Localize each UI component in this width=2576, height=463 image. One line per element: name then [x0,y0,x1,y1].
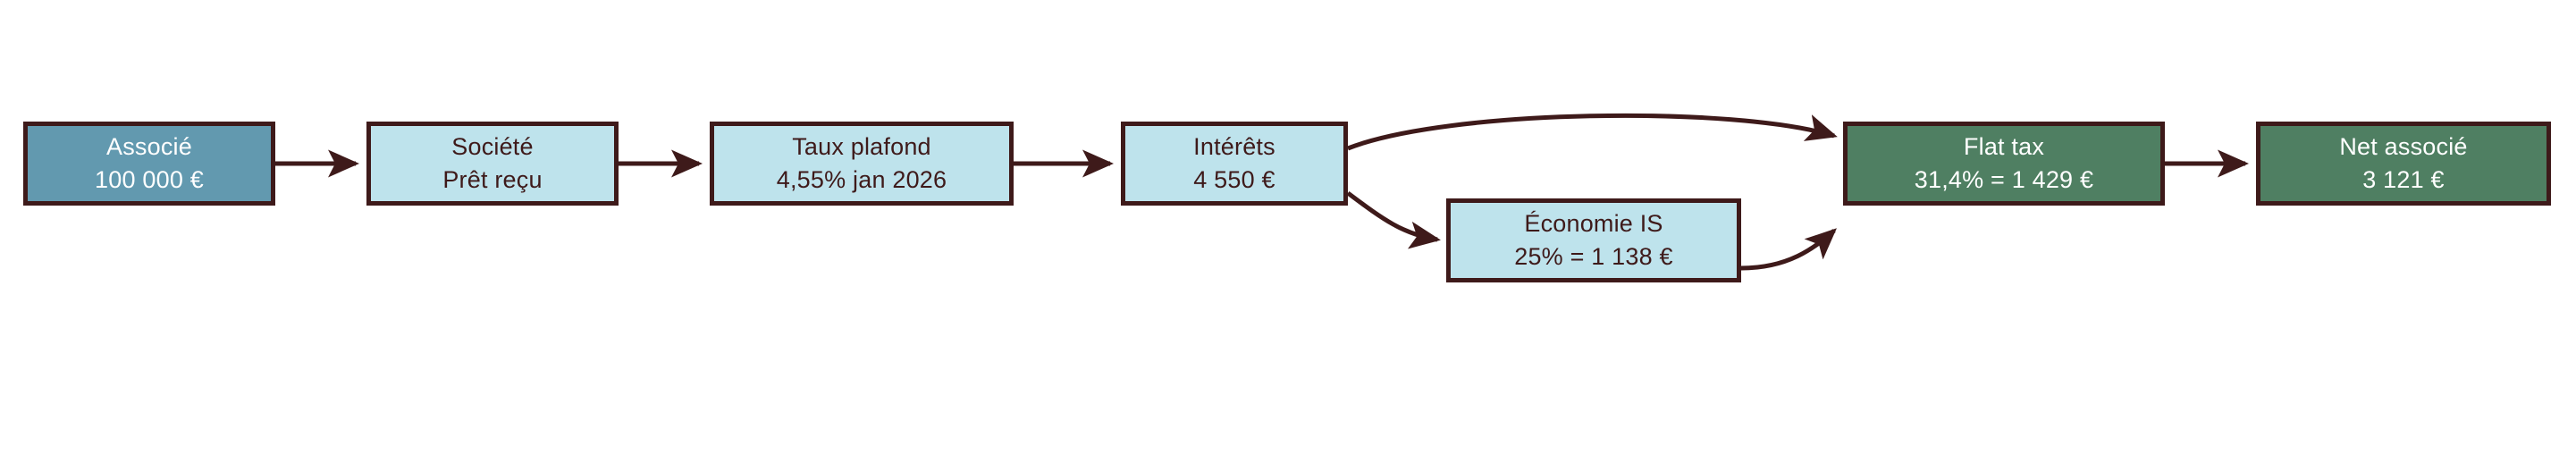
node-net-associe[interactable]: Net associé 3 121 € [2256,122,2551,206]
node-interets-value: 4 550 € [1193,166,1275,193]
node-net-associe-value: 3 121 € [2362,166,2445,193]
node-societe[interactable]: Société Prêt reçu [366,122,619,206]
node-flat-tax-title: Flat tax [1963,132,2045,160]
node-societe-value: Prêt reçu [442,166,543,193]
node-interets-title: Intérêts [1193,132,1275,160]
node-economie-is[interactable]: Économie IS 25% = 1 138 € [1446,198,1741,282]
node-economie-is-value: 25% = 1 138 € [1514,243,1673,270]
edge-interets-to-flat-tax [1347,113,1838,151]
node-economie-is-title: Économie IS [1524,209,1663,237]
node-associe-title: Associé [106,132,192,160]
node-taux-plafond[interactable]: Taux plafond 4,55% jan 2026 [710,122,1014,206]
node-taux-plafond-title: Taux plafond [792,132,931,160]
node-associe-value: 100 000 € [95,166,204,193]
edge-economie-is-to-flat-tax [1740,228,1837,271]
node-flat-tax-value: 31,4% = 1 429 € [1914,166,2094,193]
node-societe-title: Société [451,132,534,160]
node-taux-plafond-value: 4,55% jan 2026 [776,166,947,193]
edge-interets-to-economie-is [1346,190,1441,249]
node-flat-tax[interactable]: Flat tax 31,4% = 1 429 € [1843,122,2165,206]
node-net-associe-title: Net associé [2339,132,2468,160]
node-associe[interactable]: Associé 100 000 € [23,122,275,206]
node-interets[interactable]: Intérêts 4 550 € [1121,122,1348,206]
